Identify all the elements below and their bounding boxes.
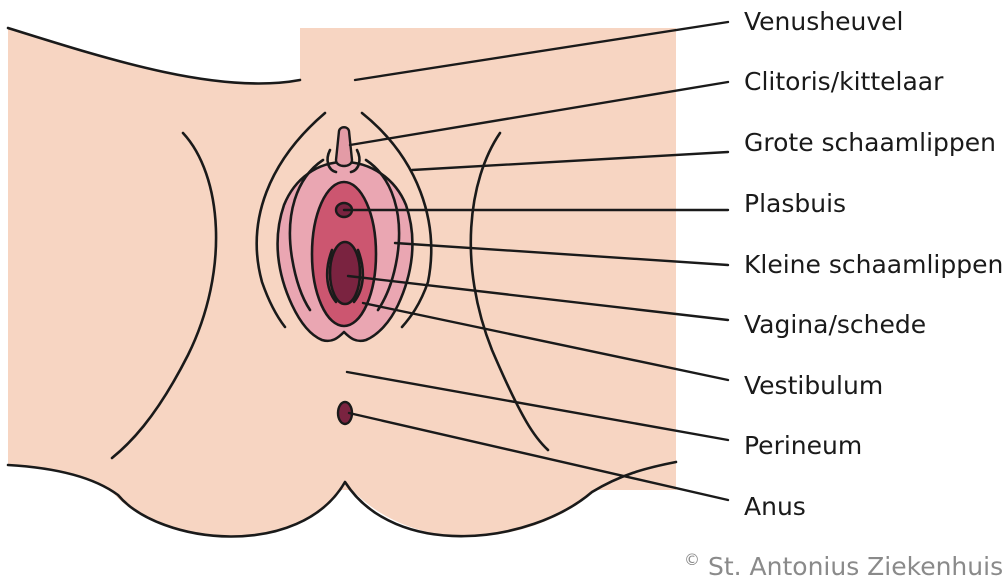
label-perineum: Perineum xyxy=(744,431,862,460)
vaginal-opening xyxy=(330,242,360,304)
label-anus: Anus xyxy=(744,492,806,521)
label-vestibulum: Vestibulum xyxy=(744,371,883,400)
label-venusheuvel: Venusheuvel xyxy=(744,7,903,36)
credit-text: St. Antonius Ziekenhuis xyxy=(708,552,1003,580)
label-grote-schaamlippen: Grote schaamlippen xyxy=(744,128,996,157)
label-clitoris: Clitoris/kittelaar xyxy=(744,67,944,96)
copyright-symbol: © xyxy=(684,550,700,569)
label-plasbuis: Plasbuis xyxy=(744,189,846,218)
clitoris xyxy=(336,127,352,166)
copyright-credit: © St. Antonius Ziekenhuis xyxy=(684,542,1003,580)
label-vagina: Vagina/schede xyxy=(744,310,926,339)
label-kleine-schaamlippen: Kleine schaamlippen xyxy=(744,250,1003,279)
